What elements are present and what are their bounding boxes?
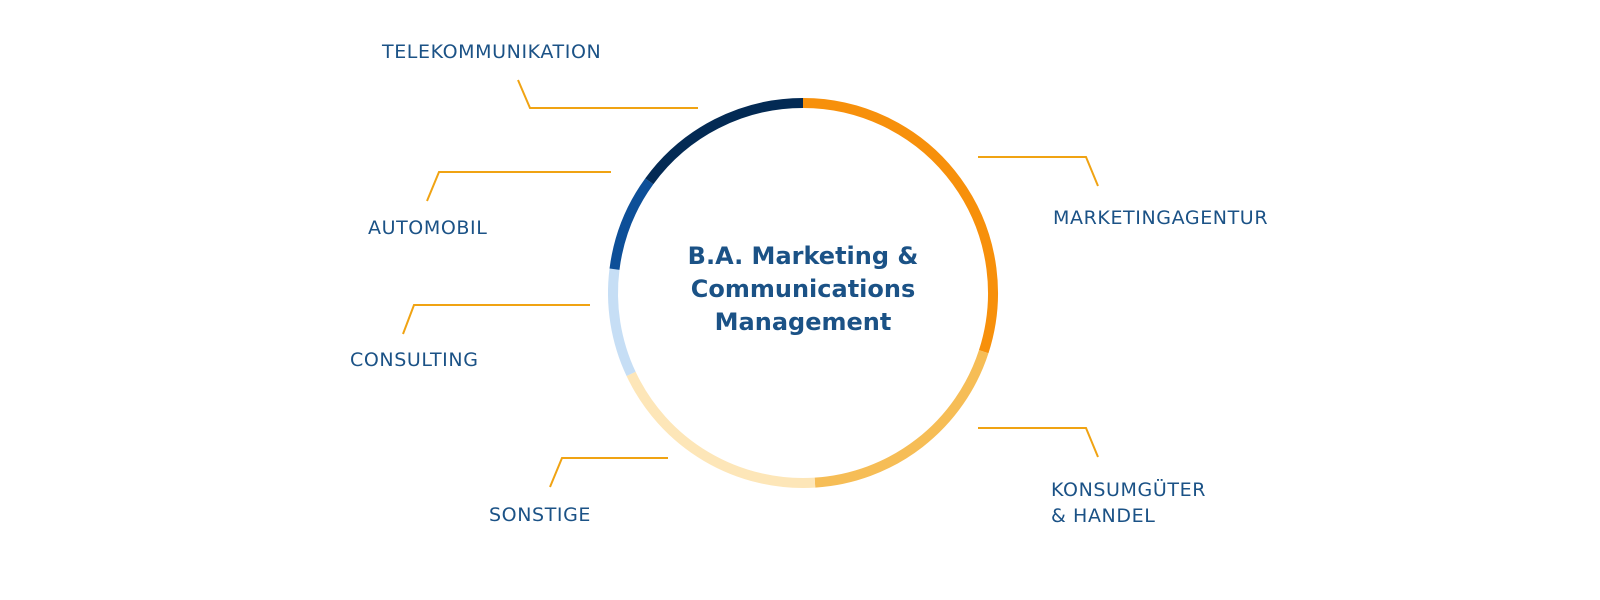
segment-label-0: MARKETINGAGENTUR (1053, 207, 1268, 229)
segment-label-line: AUTOMOBIL (368, 217, 487, 239)
donut-segment-0 (802, 98, 998, 354)
leader-line-4 (426, 171, 611, 202)
center-label-line: Communications (691, 275, 916, 303)
segment-label-line: TELEKOMMUNIKATION (381, 41, 601, 63)
leader-lines (402, 79, 1099, 488)
segment-label-1: KONSUMGÜTER & HANDEL (1051, 478, 1206, 527)
donut-segment-5 (645, 98, 804, 185)
segment-label-line: SONSTIGE (489, 504, 591, 526)
segment-label-4: AUTOMOBIL (368, 217, 487, 239)
segment-label-line: MARKETINGAGENTUR (1053, 207, 1268, 229)
leader-line-2 (549, 457, 668, 488)
leader-line-5 (517, 79, 698, 109)
donut-segment-2 (626, 371, 816, 488)
donut-segments (608, 98, 998, 488)
segment-label-line: CONSULTING (350, 349, 479, 371)
center-label-line: B.A. Marketing & (688, 242, 919, 270)
leader-line-3 (402, 304, 590, 335)
donut-segment-3 (608, 268, 636, 377)
segment-label-2: SONSTIGE (489, 504, 591, 526)
segment-labels: MARKETINGAGENTUR KONSUMGÜTER & HANDEL SONST… (350, 41, 1268, 527)
segment-label-line: KONSUMGÜTER (1051, 478, 1206, 501)
segment-label-5: TELEKOMMUNIKATION (381, 41, 601, 63)
donut-segment-1 (814, 350, 989, 488)
segment-label-3: CONSULTING (350, 349, 479, 371)
center-label-line: Management (715, 308, 892, 336)
segment-label-line: & HANDEL (1051, 505, 1155, 527)
leader-line-0 (978, 156, 1099, 187)
leader-line-1 (978, 427, 1099, 458)
donut-segment-4 (609, 178, 654, 270)
